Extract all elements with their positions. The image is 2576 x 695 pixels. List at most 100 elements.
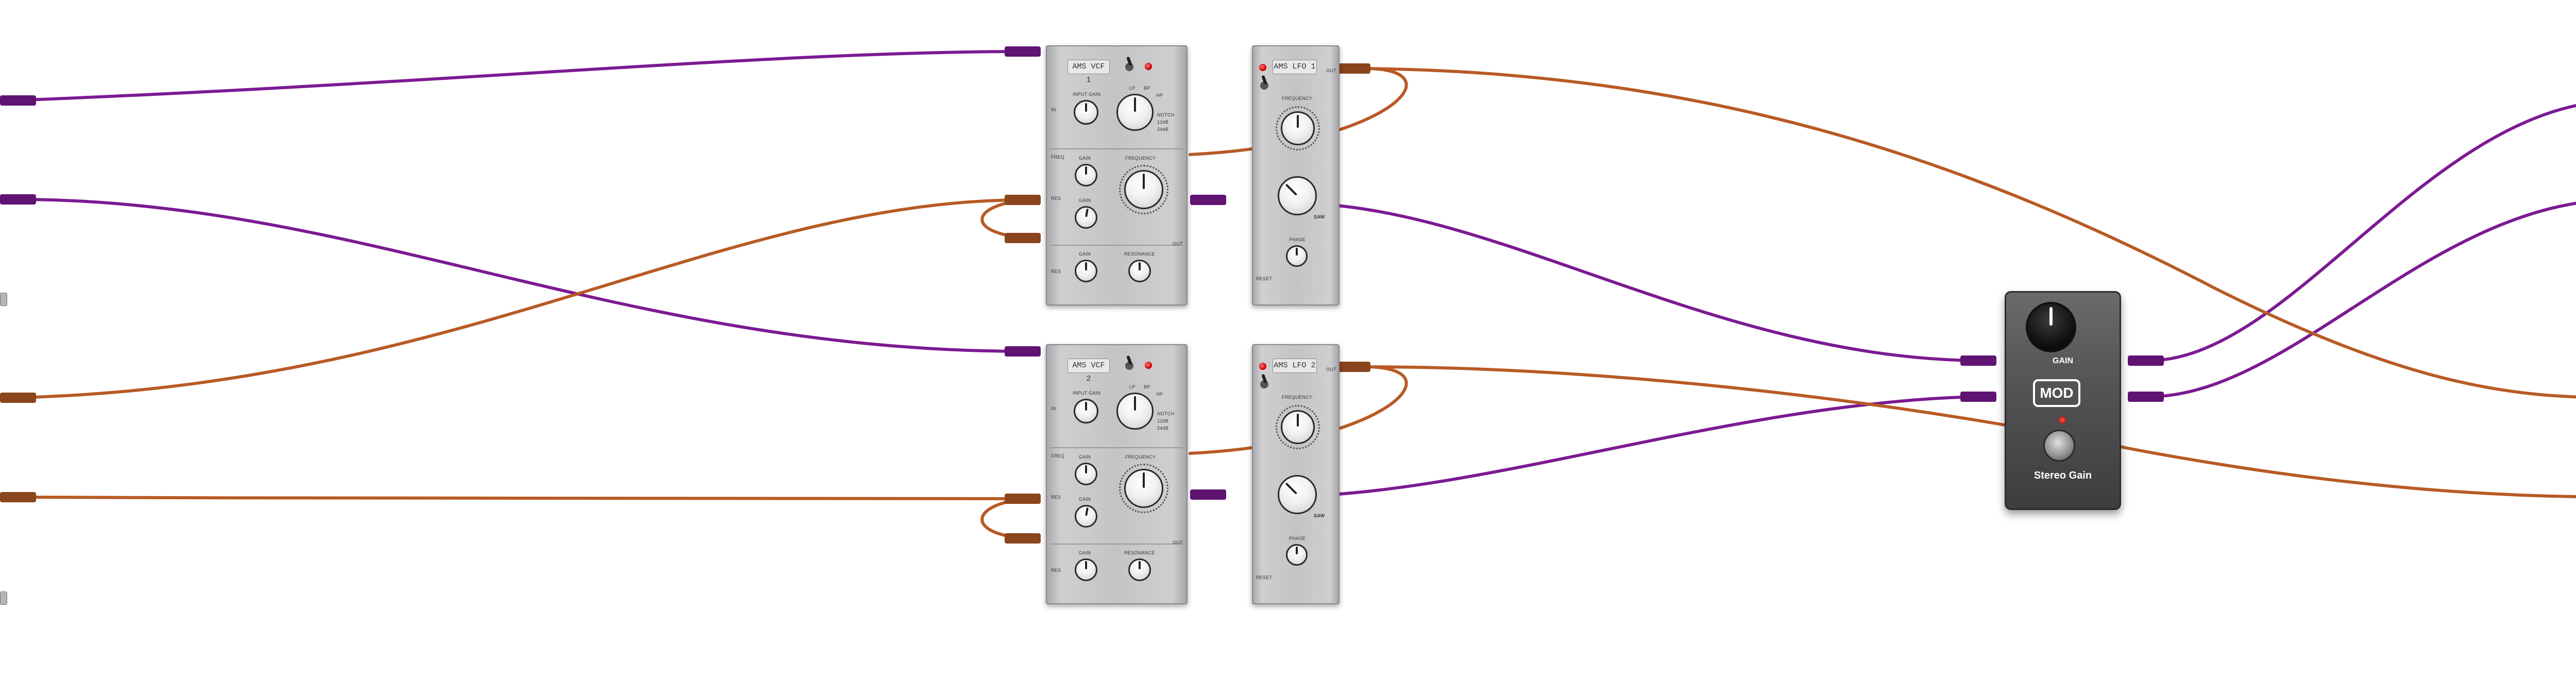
freq-label: FREQ <box>1051 453 1065 459</box>
resonance-label: RESONANCE <box>1124 251 1155 257</box>
cable-orange-lfo1-out3[interactable] <box>1364 67 2576 399</box>
cable-orange-lfo2-out4[interactable] <box>1364 365 2576 499</box>
type-opt-lp: LP <box>1129 384 1136 389</box>
frequency-scale <box>1276 106 1320 150</box>
gain-label-1: GAIN <box>1079 156 1091 161</box>
freq-gain-knob[interactable] <box>1075 463 1097 485</box>
type-opt-notch: NOTCH <box>1157 112 1175 117</box>
resonance-gain-knob[interactable] <box>1075 260 1097 282</box>
module-title: AMS VCF 1 <box>1067 60 1110 84</box>
waveform-saw-label: SAW <box>1314 513 1325 518</box>
resonance-knob[interactable] <box>1128 558 1151 581</box>
module-title: AMS LFO 2 <box>1273 359 1317 373</box>
type-opt-lp: LP <box>1129 86 1136 91</box>
cable-orange-vcf2-loop[interactable] <box>980 497 1032 540</box>
res-gain-knob[interactable] <box>1075 505 1097 528</box>
section-divider <box>1050 148 1183 149</box>
cable-purple-lfo2-pedal[interactable] <box>1330 395 1979 496</box>
gain-label-2: GAIN <box>1079 497 1091 502</box>
freq-label: FREQ <box>1051 155 1065 160</box>
frequency-knob[interactable] <box>1281 410 1315 444</box>
frequency-knob[interactable] <box>1124 170 1163 209</box>
plug-heads <box>0 46 2164 544</box>
cable-orange-in3-vcf1[interactable] <box>14 198 1024 399</box>
module-title: AMS VCF 2 <box>1067 359 1110 383</box>
toggle-switch[interactable] <box>1260 374 1268 388</box>
mod-logo: MOD <box>2033 379 2080 407</box>
resonance-knob[interactable] <box>1128 260 1151 282</box>
resonance-gain-knob[interactable] <box>1075 558 1097 581</box>
type-opt-hp: HP <box>1156 392 1163 397</box>
system-input-port-6[interactable] <box>0 591 7 605</box>
phase-knob[interactable] <box>1286 245 1308 267</box>
pedal-status-led <box>2059 416 2066 423</box>
reset-label: RESET <box>1256 276 1273 281</box>
out-label: OUT <box>1326 68 1336 73</box>
frequency-knob[interactable] <box>1124 469 1163 508</box>
toggle-switch[interactable] <box>1125 56 1133 71</box>
res-label: RES <box>1051 196 1061 201</box>
frequency-label: FREQUENCY <box>1125 156 1156 161</box>
waveform-knob[interactable] <box>1278 475 1317 514</box>
lfo-module-2[interactable]: AMS LFO 2 OUT FREQUENCY SAW PHASE RESET <box>1252 344 1340 604</box>
filter-type-knob[interactable] <box>1116 393 1154 430</box>
status-led <box>1145 362 1152 369</box>
input-gain-knob[interactable] <box>1074 399 1098 423</box>
frequency-label: FREQUENCY <box>1282 96 1313 101</box>
freq-gain-knob[interactable] <box>1075 164 1097 187</box>
gain-label-2: GAIN <box>1079 198 1091 203</box>
gain-label-3: GAIN <box>1079 251 1091 257</box>
waveform-knob[interactable] <box>1278 176 1317 215</box>
phase-label: PHASE <box>1289 536 1306 541</box>
toggle-switch[interactable] <box>1125 355 1133 370</box>
out-label: OUT <box>1173 540 1183 545</box>
phase-knob[interactable] <box>1286 544 1308 566</box>
input-gain-label: INPUT GAIN <box>1073 391 1101 396</box>
cable-orange-vcf1-loop[interactable] <box>980 198 1032 240</box>
toggle-switch[interactable] <box>1260 75 1268 90</box>
lfo-module-1[interactable]: AMS LFO 1 OUT FREQUENCY SAW PHASE RESET <box>1252 45 1340 306</box>
res-label: RES <box>1051 495 1061 500</box>
section-divider <box>1050 544 1183 545</box>
system-input-port-5[interactable] <box>0 293 7 306</box>
reset-label: RESET <box>1256 575 1273 580</box>
out-label: OUT <box>1173 241 1183 246</box>
vcf-module-2[interactable]: AMS VCF 2 INPUT GAIN IN LP BP HP NOTCH 1… <box>1046 344 1188 604</box>
type-opt-bp: BP <box>1144 384 1150 389</box>
bypass-footswitch[interactable] <box>2043 430 2075 462</box>
module-title: AMS LFO 1 <box>1273 60 1317 74</box>
type-opt-24db: 24dB <box>1157 127 1169 132</box>
gain-knob[interactable] <box>2026 302 2076 352</box>
type-opt-bp: BP <box>1144 86 1150 91</box>
input-gain-label: INPUT GAIN <box>1073 92 1101 97</box>
section-divider <box>1050 447 1183 448</box>
filter-type-knob[interactable] <box>1116 94 1154 131</box>
cable-orange-in4-vcf2[interactable] <box>14 496 1024 501</box>
section-divider <box>1050 245 1183 246</box>
status-led <box>1259 363 1266 370</box>
cable-purple-in1-vcf1[interactable] <box>14 50 1024 102</box>
resonance-label: RESONANCE <box>1124 550 1155 555</box>
gain-label: GAIN <box>2053 357 2073 365</box>
stereo-gain-pedal[interactable]: GAIN MOD Stereo Gain <box>2005 291 2121 510</box>
gain-label-1: GAIN <box>1079 454 1091 460</box>
cable-purple-in2-vcf2[interactable] <box>14 198 1024 353</box>
res-in-label: RES <box>1051 568 1061 573</box>
input-gain-knob[interactable] <box>1074 100 1098 125</box>
frequency-label: FREQUENCY <box>1282 395 1313 400</box>
status-led <box>1145 63 1152 70</box>
res-gain-knob[interactable] <box>1075 206 1097 229</box>
in-label: IN <box>1051 406 1056 411</box>
cable-purple-lfo1-pedal[interactable] <box>1330 204 1979 362</box>
type-opt-hp: HP <box>1156 93 1163 98</box>
frequency-scale <box>1119 165 1168 214</box>
in-label: IN <box>1051 107 1056 112</box>
cable-purple-pedal-out2[interactable] <box>2147 199 2576 398</box>
res-in-label: RES <box>1051 269 1061 274</box>
out-label: OUT <box>1326 367 1336 372</box>
frequency-knob[interactable] <box>1281 111 1315 145</box>
vcf-module-1[interactable]: AMS VCF 1 INPUT GAIN IN LP BP HP NOTCH 1… <box>1046 45 1188 306</box>
cable-purple-pedal-out1[interactable] <box>2147 100 2576 362</box>
frequency-scale <box>1276 405 1320 449</box>
pedal-name: Stereo Gain <box>2033 470 2092 481</box>
